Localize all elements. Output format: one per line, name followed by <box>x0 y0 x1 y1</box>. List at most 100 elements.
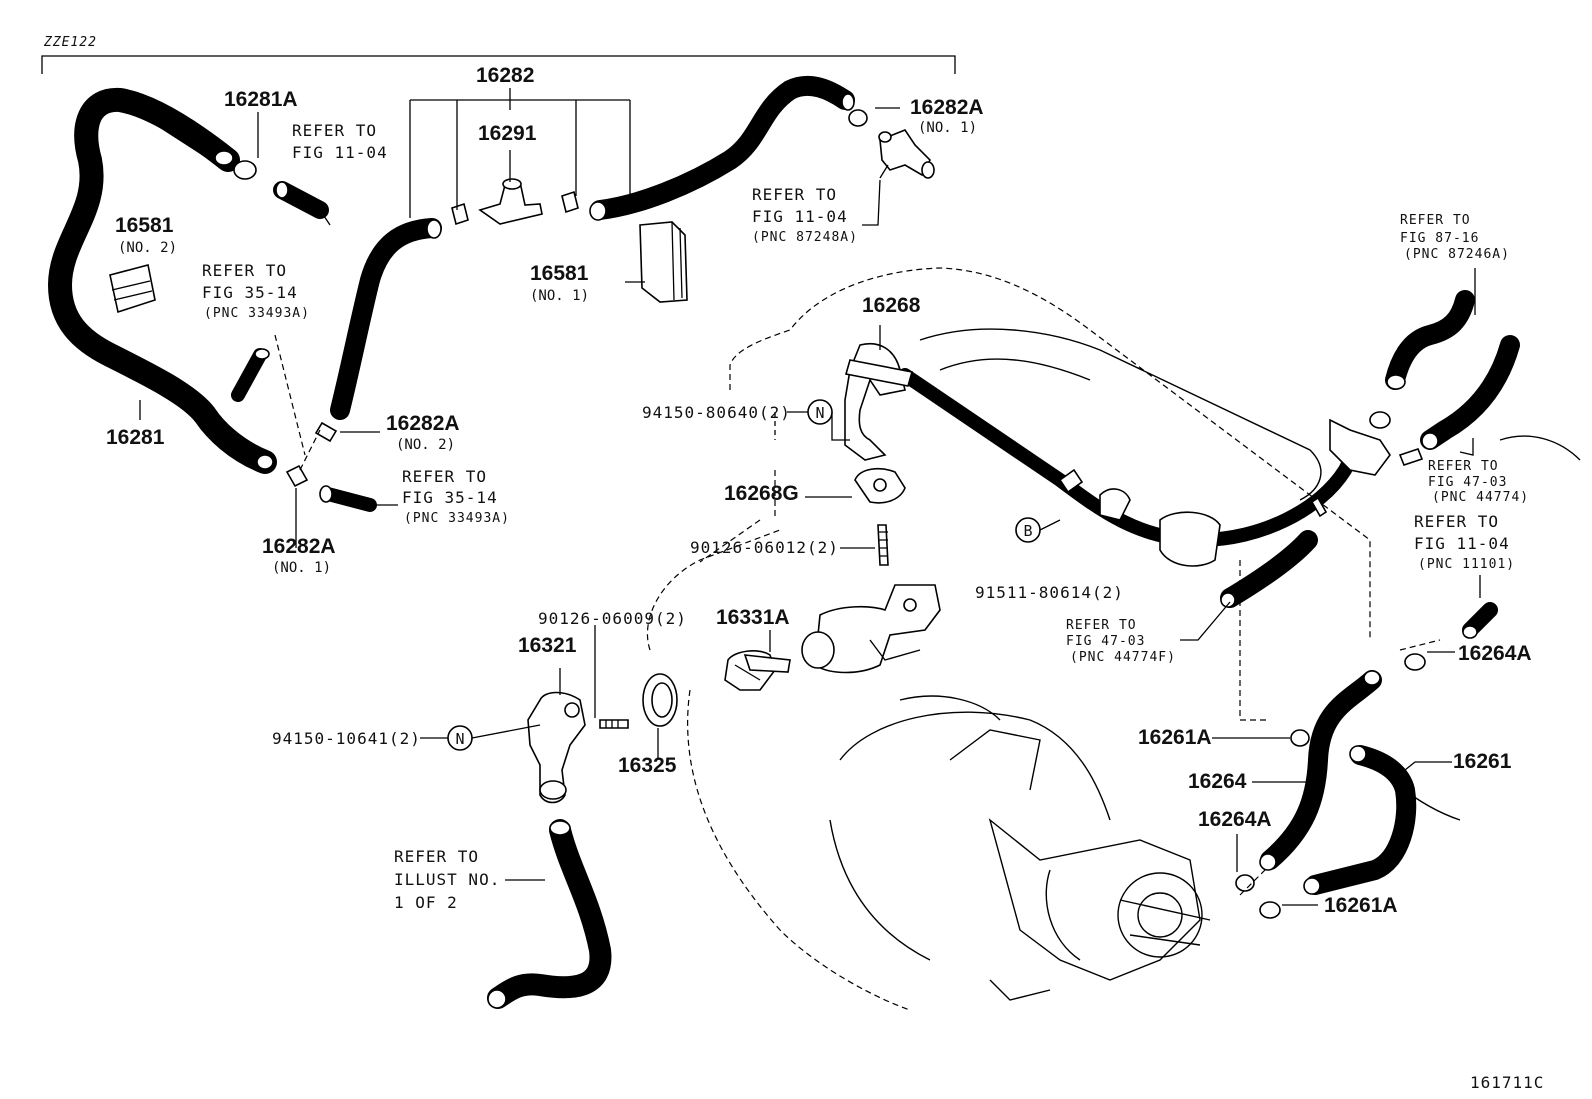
label-16264A-lower: 16264A <box>1198 808 1272 831</box>
refer-fig-35-14-b: REFER TO FIG 35-14 (PNC 33493A) <box>402 467 510 526</box>
marker-b: B <box>1015 517 1041 543</box>
svg-text:REFER TO: REFER TO <box>394 847 479 866</box>
part-labels: 16281A 16282 16291 16282A (NO. 1) 16581 … <box>106 64 1532 917</box>
pipe-35-14-upper <box>231 348 270 402</box>
leader-lines <box>139 88 1481 906</box>
label-94150-80640: 94150-80640(2) <box>642 403 791 422</box>
label-90126-06012: 90126-06012(2) <box>690 538 839 557</box>
hose-16261 <box>1303 745 1417 895</box>
svg-text:FIG 87-16: FIG 87-16 <box>1400 231 1479 246</box>
thermostat-housing <box>801 584 941 674</box>
label-16264A-right: 16264A <box>1458 642 1532 665</box>
label-91511-80614: 91511-80614(2) <box>975 583 1124 602</box>
gasket-16268G <box>854 467 906 504</box>
refer-fig-11-04-b: REFER TO FIG 11-04 (PNC 87248A) <box>752 185 858 245</box>
pipe-fig-11-04 <box>273 181 331 226</box>
stud-90126-06009 <box>599 719 629 729</box>
svg-text:1 OF 2: 1 OF 2 <box>394 893 458 912</box>
refer-fig-47-03-a: REFER TO FIG 47-03 (PNC 44774) <box>1428 459 1529 505</box>
clamp-16282A-no2 <box>314 421 338 443</box>
pipe-11101 <box>1462 602 1498 639</box>
label-16268G: 16268G <box>724 482 799 505</box>
refer-fig-11-04-c: REFER TO FIG 11-04 (PNC 11101) <box>1414 512 1515 572</box>
model-label: ZZE122 <box>43 35 97 50</box>
marker-n-lower: N <box>447 725 473 751</box>
label-16264: 16264 <box>1188 770 1247 793</box>
clamp-16281A <box>233 160 257 180</box>
svg-text:FIG 47-03: FIG 47-03 <box>1428 475 1507 490</box>
gasket-16325 <box>642 673 678 727</box>
svg-text:(NO. 2): (NO. 2) <box>396 437 455 453</box>
clamp-16264A-b <box>1235 874 1255 892</box>
label-16291: 16291 <box>478 122 537 145</box>
svg-text:FIG 47-03: FIG 47-03 <box>1066 634 1145 649</box>
svg-text:B: B <box>1023 522 1032 540</box>
svg-text:REFER TO: REFER TO <box>1428 459 1499 474</box>
refer-fig-11-04-a: REFER TO FIG 11-04 <box>292 121 388 162</box>
label-16268: 16268 <box>862 294 921 317</box>
clamp-16282A-no1 <box>848 109 868 127</box>
svg-text:(PNC 44774F): (PNC 44774F) <box>1070 650 1176 665</box>
clip-16581-no2 <box>109 264 156 314</box>
svg-text:REFER TO: REFER TO <box>202 261 287 280</box>
svg-text:(NO. 1): (NO. 1) <box>530 288 589 304</box>
svg-text:FIG 11-04: FIG 11-04 <box>752 207 848 226</box>
svg-text:(NO. 1): (NO. 1) <box>918 120 977 136</box>
label-16261A-lower: 16261A <box>1324 894 1398 917</box>
svg-text:ILLUST NO.: ILLUST NO. <box>394 870 500 889</box>
label-16325: 16325 <box>618 754 677 777</box>
marker-n-upper: N <box>807 399 833 425</box>
svg-text:(PNC 87246A): (PNC 87246A) <box>1404 247 1510 262</box>
svg-text:(NO. 1): (NO. 1) <box>272 560 331 576</box>
label-16331A: 16331A <box>716 606 790 629</box>
refer-fig-87-16: REFER TO FIG 87-16 (PNC 87246A) <box>1400 213 1510 262</box>
svg-text:FIG 11-04: FIG 11-04 <box>1414 534 1510 553</box>
label-16282A-no1: 16282A <box>262 535 336 558</box>
refer-illust-1-of-2: REFER TO ILLUST NO. 1 OF 2 <box>394 847 500 912</box>
svg-text:FIG 35-14: FIG 35-14 <box>402 488 498 507</box>
stud-90126-06012 <box>877 524 889 566</box>
svg-text:REFER TO: REFER TO <box>752 185 837 204</box>
label-16282A-no2: 16282A <box>386 412 460 435</box>
clamp-16282-left <box>451 202 469 226</box>
svg-text:FIG 11-04: FIG 11-04 <box>292 143 388 162</box>
clamp-16282A-no1-b <box>285 464 309 488</box>
clamp-16282-right <box>561 190 579 214</box>
figure-id: 161711C <box>1470 1073 1544 1092</box>
svg-text:(PNC 44774): (PNC 44774) <box>1432 490 1529 505</box>
refer-notes: REFER TO FIG 11-04 REFER TO FIG 11-04 (P… <box>202 121 1529 912</box>
bypass-pipe-16268 <box>844 343 1391 567</box>
refer-fig-47-03-b: REFER TO FIG 47-03 (PNC 44774F) <box>1066 618 1176 665</box>
hose-16264 <box>1259 670 1382 871</box>
svg-text:(PNC 33493A): (PNC 33493A) <box>204 306 310 321</box>
clamp-16261A-b <box>1259 901 1281 919</box>
hoses-top-right <box>1385 290 1520 466</box>
hose-16282-assembly <box>285 75 868 488</box>
clamp-16261A-a <box>1290 729 1310 747</box>
svg-text:(PNC 33493A): (PNC 33493A) <box>404 511 510 526</box>
svg-text:REFER TO: REFER TO <box>1414 512 1499 531</box>
water-inlet-16321 <box>527 691 586 804</box>
svg-text:REFER TO: REFER TO <box>292 121 377 140</box>
union-16291 <box>478 181 543 225</box>
svg-text:(PNC 87248A): (PNC 87248A) <box>752 230 858 245</box>
label-16581-no2: 16581 <box>115 214 174 237</box>
svg-text:N: N <box>815 404 824 422</box>
label-16261: 16261 <box>1453 750 1512 773</box>
svg-text:(PNC 11101): (PNC 11101) <box>1418 557 1515 572</box>
label-16281: 16281 <box>106 426 165 449</box>
hose-44774F <box>1220 530 1318 608</box>
engine-outline <box>646 267 1581 1011</box>
svg-text:N: N <box>455 730 464 748</box>
svg-text:REFER TO: REFER TO <box>1400 213 1471 228</box>
svg-text:REFER TO: REFER TO <box>402 467 487 486</box>
svg-text:REFER TO: REFER TO <box>1066 618 1137 633</box>
label-16282A-top: 16282A <box>910 96 984 119</box>
model-bracket: ZZE122 <box>41 35 956 74</box>
valve-87248A <box>878 129 935 179</box>
label-16281A: 16281A <box>224 88 298 111</box>
label-16261A-upper: 16261A <box>1138 726 1212 749</box>
label-16581-no1: 16581 <box>530 262 589 285</box>
thermostat-16331A <box>724 650 791 691</box>
